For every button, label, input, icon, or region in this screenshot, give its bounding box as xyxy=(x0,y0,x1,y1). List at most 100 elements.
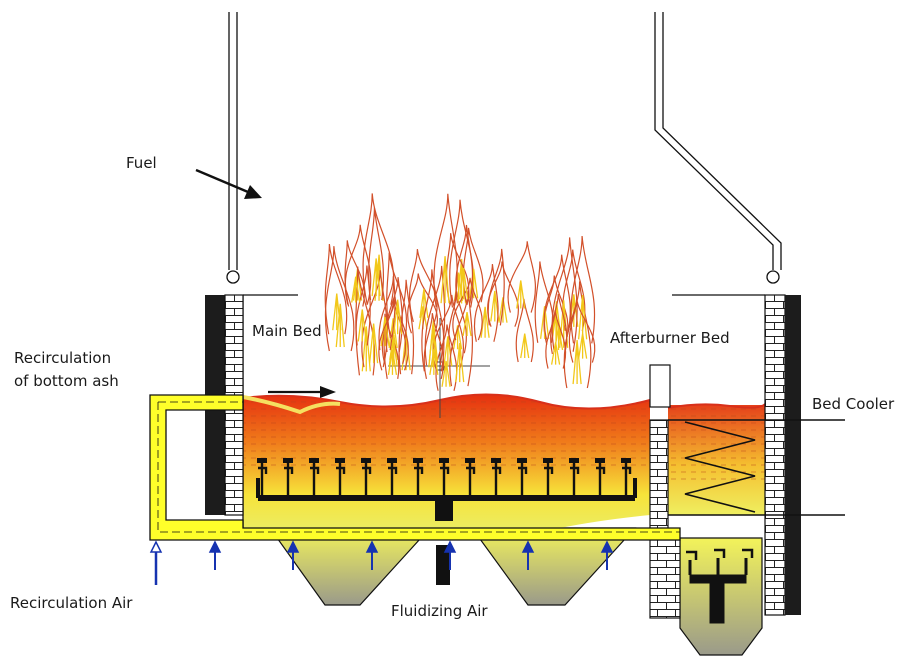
flame xyxy=(568,298,596,363)
flame xyxy=(355,265,371,346)
flame-core xyxy=(441,360,451,387)
flame xyxy=(433,193,458,308)
air-nozzle xyxy=(336,462,346,498)
air-nozzle-cap xyxy=(335,458,345,463)
flame xyxy=(423,313,445,380)
air-nozzle xyxy=(258,462,268,498)
ash-flow-arrow xyxy=(268,386,336,398)
flame xyxy=(324,243,348,335)
air-nozzle-cap xyxy=(569,458,579,463)
flame xyxy=(378,276,396,351)
flame-core xyxy=(455,342,465,383)
ash-stream xyxy=(242,395,341,415)
air-arrow xyxy=(149,540,163,585)
air-nozzle xyxy=(388,462,398,498)
flame xyxy=(386,252,408,339)
air-nozzle-cap xyxy=(465,458,475,463)
cooler-coil xyxy=(668,419,845,516)
flame xyxy=(452,277,483,341)
air-nozzle-cap xyxy=(543,458,553,463)
air-nozzle-cap xyxy=(621,458,631,463)
air-arrows xyxy=(149,540,614,585)
air-arrow xyxy=(521,540,535,570)
right-furnace-wall xyxy=(764,294,801,616)
flame-core xyxy=(371,258,381,297)
air-nozzle xyxy=(622,462,632,498)
flame-core xyxy=(393,299,403,335)
air-nozzle-cap xyxy=(595,458,605,463)
flame-core xyxy=(419,289,429,318)
flame-core xyxy=(468,268,479,299)
flame-core xyxy=(368,323,379,364)
flame-core xyxy=(357,309,367,342)
flame xyxy=(344,224,372,305)
flame-core xyxy=(577,333,588,359)
air-nozzle-cap xyxy=(413,458,423,463)
main-bed-particles xyxy=(243,394,650,470)
air-nozzle-cap xyxy=(387,458,397,463)
air-nozzle xyxy=(310,462,320,498)
flame-core xyxy=(480,306,490,338)
air-nozzle xyxy=(284,462,294,498)
air-nozzle-cap xyxy=(491,458,501,463)
flame-core xyxy=(577,294,588,340)
flame xyxy=(424,265,446,366)
flame-core xyxy=(387,349,398,376)
flame xyxy=(383,313,400,380)
flames xyxy=(324,193,596,391)
air-nozzle xyxy=(544,462,554,498)
fuel-feed-pipe-left xyxy=(226,12,240,284)
flame-core xyxy=(351,276,361,303)
flame xyxy=(398,279,415,375)
label-afterburner-bed: Afterburner Bed xyxy=(610,329,730,347)
flame-core xyxy=(428,325,438,368)
air-nozzle xyxy=(596,462,606,498)
flame-core xyxy=(553,326,564,351)
flame-core xyxy=(520,333,530,359)
label-main-bed: Main Bed xyxy=(252,322,322,340)
flame xyxy=(368,207,385,301)
label-recirculation-air: Recirculation Air xyxy=(10,594,133,612)
fluidizing-air-inlet xyxy=(436,545,450,585)
flame-core xyxy=(361,326,371,372)
flame xyxy=(551,237,578,352)
flame-core xyxy=(462,311,472,337)
air-arrow xyxy=(286,540,300,570)
air-nozzle xyxy=(440,462,450,498)
air-nozzle xyxy=(570,462,580,498)
cooler-lower-wall xyxy=(649,539,681,619)
flame-core xyxy=(440,256,450,304)
flame-core xyxy=(490,290,500,322)
flame-core xyxy=(380,316,390,347)
flame-core xyxy=(458,268,469,300)
air-nozzle xyxy=(492,462,502,498)
label-fluidizing-air: Fluidizing Air xyxy=(391,602,488,620)
air-nozzle-cap xyxy=(257,458,267,463)
flame-core xyxy=(388,337,398,367)
flame xyxy=(487,248,505,326)
flame-core xyxy=(429,349,439,375)
air-arrow xyxy=(443,540,457,570)
label-bed-cooler: Bed Cooler xyxy=(812,395,895,413)
air-nozzle xyxy=(466,462,476,498)
flame xyxy=(550,293,568,355)
flame xyxy=(421,269,445,372)
air-nozzle xyxy=(518,462,528,498)
flame xyxy=(543,254,571,340)
partition-wall xyxy=(649,419,669,531)
air-nozzle-cap xyxy=(309,458,319,463)
flame xyxy=(562,249,586,332)
air-nozzle-cap xyxy=(517,458,527,463)
label-recirculation-line2: of bottom ash xyxy=(14,372,119,390)
flame-core xyxy=(335,303,345,348)
flame xyxy=(474,264,499,342)
air-nozzle-cap xyxy=(283,458,293,463)
air-nozzle xyxy=(362,462,372,498)
flame xyxy=(324,246,355,352)
label-fuel: Fuel xyxy=(126,154,157,172)
flame-core xyxy=(572,340,582,385)
cooler-distributor xyxy=(686,548,754,624)
air-nozzle-cap xyxy=(361,458,371,463)
air-arrow xyxy=(600,540,614,570)
air-nozzle-cap xyxy=(439,458,449,463)
